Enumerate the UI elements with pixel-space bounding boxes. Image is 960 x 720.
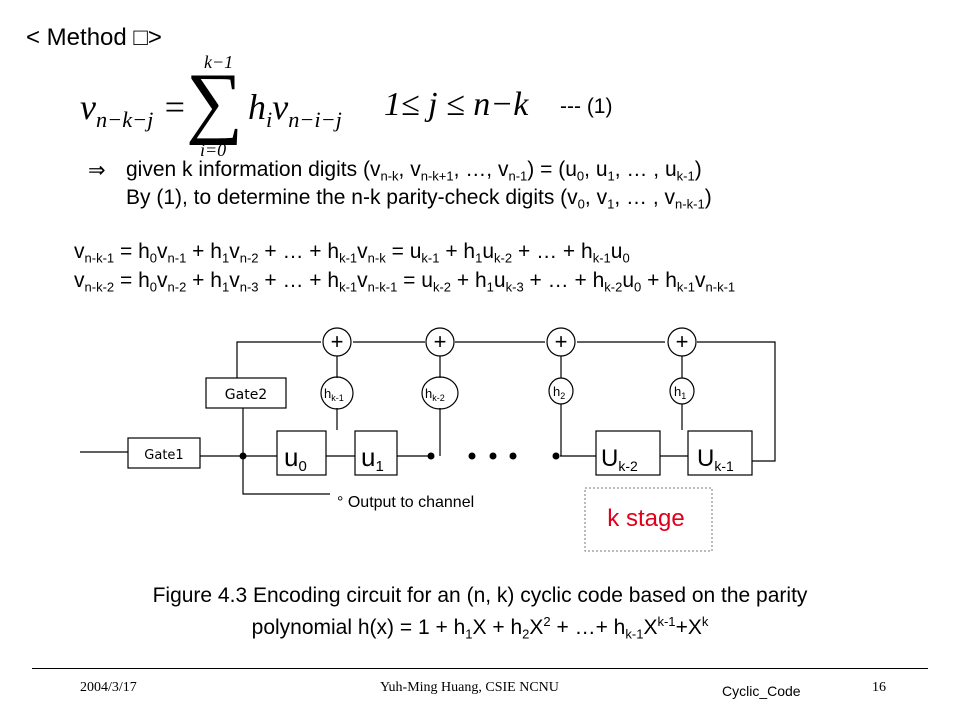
- gate2-box: [205, 377, 287, 409]
- equation-rhs: hivn−i−j: [248, 87, 342, 132]
- footer-page-number: 16: [872, 680, 886, 695]
- tap-h2: [548, 377, 574, 405]
- tap-h1-label: h1: [674, 384, 686, 401]
- tap-h1: [669, 377, 695, 405]
- slide-heading: < Method □>: [26, 24, 162, 51]
- sigma-symbol: ∑: [186, 58, 244, 146]
- stage-uk2-box: [595, 430, 661, 476]
- adder-1-plus: +: [331, 329, 344, 354]
- tap-hk1-letter: h: [324, 386, 331, 401]
- adder-2-plus: +: [434, 329, 447, 354]
- adder-1: [322, 327, 352, 357]
- implies-arrow: ⇒: [88, 159, 106, 182]
- stage-u0-letter: u: [284, 442, 298, 472]
- adder-3-plus: +: [555, 329, 568, 354]
- given-line-1: given k information digits (vn-k, vn-k+1…: [126, 158, 702, 184]
- adder-3: [546, 327, 576, 357]
- given-line-2: By (1), to determine the n-k parity-chec…: [126, 186, 712, 212]
- output-feedback-wire: [697, 341, 776, 462]
- tap-h2-label: h2: [553, 384, 565, 401]
- caption-line-2-text: polynomial h(x) = 1 + h: [251, 615, 466, 639]
- stage-uk1-label: Uk-1: [697, 445, 734, 474]
- k-stage-label: k stage: [607, 505, 684, 532]
- stage-uk2-label: Uk-2: [601, 445, 638, 474]
- junction-dot-1: [239, 452, 247, 460]
- given-line-1-text: given k information digits (v: [126, 158, 381, 181]
- tap-hk1: [320, 376, 354, 410]
- output-channel-label: ° Output to channel: [337, 494, 474, 511]
- gate1-box: [127, 437, 201, 469]
- gate2-label: Gate2: [225, 387, 267, 403]
- stage-u1-label: u1: [361, 442, 384, 475]
- footer-date: 2004/3/17: [80, 680, 137, 695]
- stage-u1-letter: u: [361, 442, 375, 472]
- tap-hk2: [421, 376, 459, 410]
- tap-h2-letter: h: [553, 384, 560, 399]
- equation-lhs: vn−k−j =: [80, 87, 187, 132]
- sum-upper-limit: k−1: [204, 52, 234, 72]
- stage-uk1-letter: U: [697, 445, 714, 472]
- expanded-equation-2: vn-k-2 = h0vn-2 + h1vn-3 + … + hk-1vn-k-…: [74, 269, 736, 295]
- adder-4-plus: +: [676, 329, 689, 354]
- footer-author: Yuh-Ming Huang, CSIE NCNU: [380, 680, 559, 695]
- output-channel-wire: [242, 458, 330, 495]
- gate1-label: Gate1: [144, 448, 183, 463]
- given-line-2-text: By (1), to determine the n-k parity-chec…: [126, 186, 578, 209]
- k-stage-box: [584, 487, 713, 552]
- equation-number: --- (1): [560, 95, 613, 118]
- stage-uk1-box: [687, 430, 753, 476]
- stage-u0-label: u0: [284, 442, 307, 475]
- gate2-feedback-wire: [236, 341, 321, 378]
- sum-lower-limit: i=0: [200, 140, 227, 160]
- footer-divider: [32, 668, 928, 669]
- figure-caption-line-2: polynomial h(x) = 1 + h1X + h2X2 + …+ hk…: [251, 614, 709, 642]
- adder-4: [667, 327, 697, 357]
- expanded-equation-1: vn-k-1 = h0vn-1 + h1vn-2 + … + hk-1vn-k …: [74, 240, 630, 266]
- footer-filename: Cyclic_Code: [722, 683, 801, 699]
- tap-h1-letter: h: [674, 384, 681, 399]
- tap-hk2-letter: h: [425, 386, 432, 401]
- adder-2: [425, 327, 455, 357]
- stage-u1-box: [354, 430, 398, 476]
- figure-caption-line-1: Figure 4.3 Encoding circuit for an (n, k…: [152, 584, 808, 607]
- equation-condition: 1≤ j ≤ n−k: [384, 86, 529, 123]
- tap-hk1-label: hk-1: [324, 386, 344, 403]
- stage-uk2-letter: U: [601, 445, 618, 472]
- tap-hk2-label: hk-2: [425, 386, 445, 403]
- stage-u0-box: [276, 430, 327, 476]
